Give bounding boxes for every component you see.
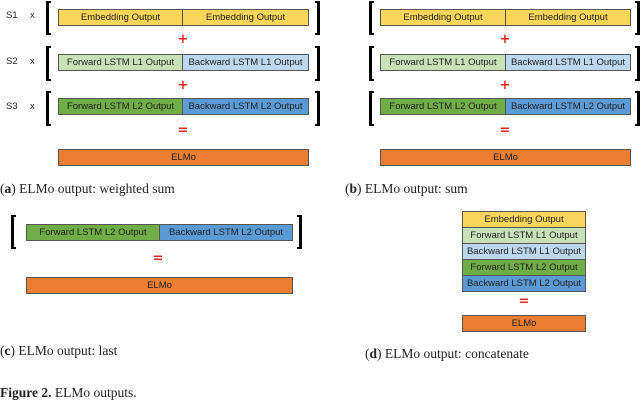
forward-lstm-l1-box: Forward LSTM L1 Output xyxy=(58,54,183,71)
figure-caption-text: ELMo outputs. xyxy=(51,385,137,400)
figure-caption: Figure 2. ELMo outputs. xyxy=(0,385,137,401)
backward-lstm-l2-box: Backward LSTM L2 Output xyxy=(505,98,631,115)
scalar-s2-label: S2 xyxy=(6,56,18,67)
caption-b: (b) ELMo output: sum xyxy=(345,181,468,196)
backward-lstm-l1-box: Backward LSTM L1 Output xyxy=(505,54,631,71)
figure-label: Figure 2. xyxy=(0,385,52,400)
forward-lstm-l1-box: Forward LSTM L1 Output xyxy=(462,227,586,244)
backward-lstm-l1-box: Backward LSTM L1 Output xyxy=(462,243,586,260)
backward-lstm-l2-box: Backward LSTM L2 Output xyxy=(462,275,586,292)
scalar-s1-label: S1 xyxy=(6,10,18,21)
left-bracket xyxy=(369,46,374,81)
left-bracket xyxy=(11,215,16,249)
caption-text: ELMo output: last xyxy=(15,343,118,358)
equals-sign: = xyxy=(499,123,511,138)
scalar-s3-label: S3 xyxy=(6,101,18,112)
elmo-output-box: ELMo xyxy=(58,149,309,166)
forward-lstm-l2-box: Forward LSTM L2 Output xyxy=(380,98,506,115)
right-bracket xyxy=(315,1,320,35)
caption-text: ELMo output: sum xyxy=(361,181,468,196)
equals-sign: = xyxy=(518,294,530,309)
backward-lstm-l2-box: Backward LSTM L2 Output xyxy=(182,98,309,115)
left-bracket xyxy=(46,46,51,81)
forward-lstm-l2-box: Forward LSTM L2 Output xyxy=(26,224,160,241)
caption-letter: a xyxy=(4,181,12,196)
forward-lstm-l2-box: Forward LSTM L2 Output xyxy=(462,259,586,276)
caption-text: ELMo output: concatenate xyxy=(381,346,529,361)
backward-lstm-l2-box: Backward LSTM L2 Output xyxy=(159,224,293,241)
elmo-output-box: ELMo xyxy=(462,315,586,332)
elmo-output-box: ELMo xyxy=(380,149,631,166)
right-bracket xyxy=(635,91,640,126)
left-bracket xyxy=(369,91,374,126)
plus-sign: + xyxy=(499,78,511,93)
caption-text: ELMo output: weighted sum xyxy=(15,181,175,196)
elmo-output-box: ELMo xyxy=(26,277,293,294)
embedding-output-box: Embedding Output xyxy=(462,211,586,228)
right-bracket xyxy=(315,91,320,126)
caption-d: (d) ELMo output: concatenate xyxy=(365,346,529,361)
right-bracket xyxy=(297,215,302,249)
plus-sign: + xyxy=(177,78,189,93)
embedding-output-box: Embedding Output xyxy=(182,9,309,26)
embedding-output-box: Embedding Output xyxy=(380,9,506,26)
multiply-sign: x xyxy=(30,101,35,112)
plus-sign: + xyxy=(177,32,189,47)
equals-sign: = xyxy=(177,123,189,138)
caption-a: (a) ELMo output: weighted sum xyxy=(0,181,175,196)
caption-c: (c) ELMo output: last xyxy=(0,343,118,358)
embedding-output-box: Embedding Output xyxy=(58,9,183,26)
caption-letter: d xyxy=(369,346,378,361)
right-bracket xyxy=(635,46,640,81)
equals-sign: = xyxy=(152,251,164,266)
right-bracket xyxy=(635,1,640,35)
backward-lstm-l1-box: Backward LSTM L1 Output xyxy=(182,54,309,71)
forward-lstm-l2-box: Forward LSTM L2 Output xyxy=(58,98,183,115)
multiply-sign: x xyxy=(30,10,35,21)
left-bracket xyxy=(46,91,51,126)
plus-sign: + xyxy=(499,32,511,47)
right-bracket xyxy=(315,46,320,81)
left-bracket xyxy=(369,1,374,35)
multiply-sign: x xyxy=(30,56,35,67)
embedding-output-box: Embedding Output xyxy=(505,9,631,26)
caption-letter: b xyxy=(349,181,358,196)
caption-letter: c xyxy=(4,343,11,358)
forward-lstm-l1-box: Forward LSTM L1 Output xyxy=(380,54,506,71)
left-bracket xyxy=(46,1,51,35)
